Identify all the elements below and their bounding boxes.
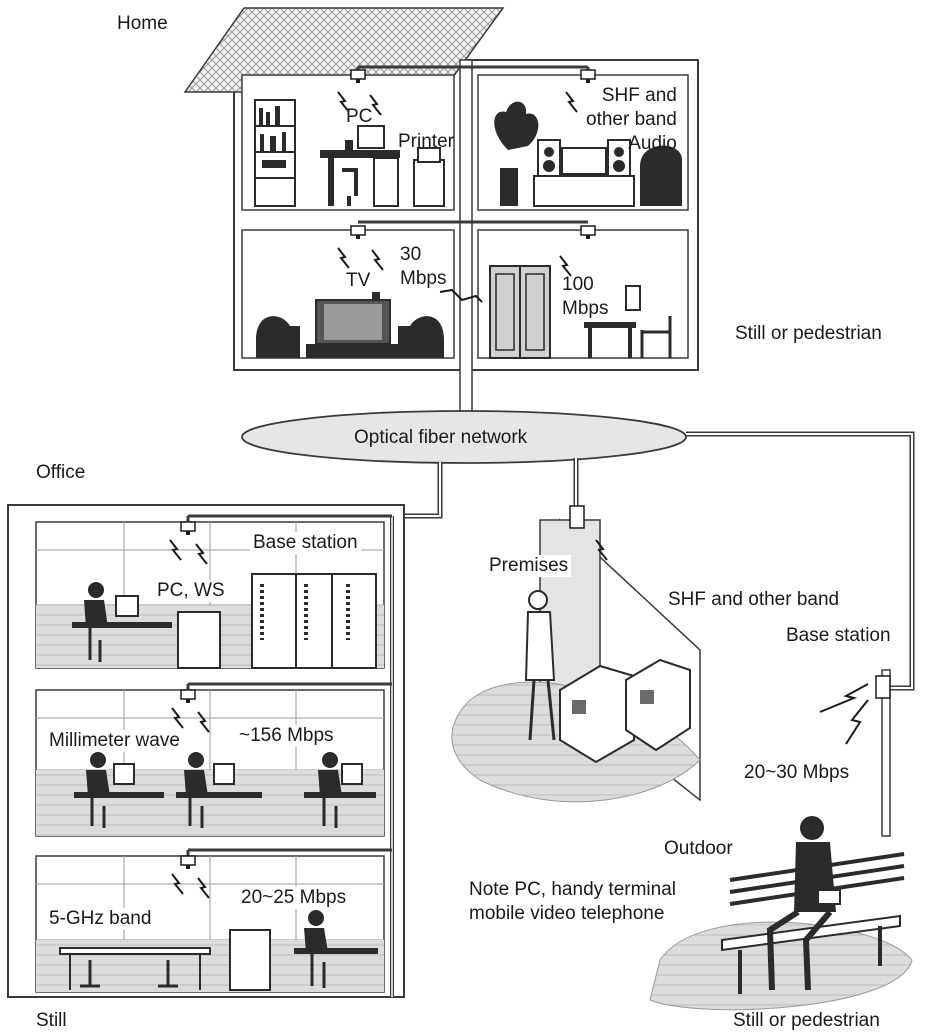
mbps30-label: 30 Mbps [400, 244, 447, 289]
mbps100-label: 100 Mbps [562, 274, 609, 319]
pc-label: PC [346, 106, 373, 127]
bookshelf-icon [254, 99, 296, 207]
person-icon [766, 816, 841, 991]
pc-desk-icon [320, 125, 400, 207]
office-label: Office [36, 462, 86, 483]
tv-icon [306, 292, 402, 358]
table-icon [584, 316, 672, 358]
premises-label: Premises [486, 555, 572, 577]
shf-other-label: SHF and other band [668, 589, 840, 610]
copier-icon [177, 611, 221, 669]
pole-icon [881, 669, 891, 837]
home-building [183, 7, 699, 426]
office-worker-icon [176, 752, 262, 828]
antenna-icon [875, 675, 891, 699]
ticket-gate-icon [559, 658, 691, 764]
shf-home-label: SHF and other band Audio [586, 85, 677, 154]
still-pedestrian-outdoor-label: Still or pedestrian [733, 1010, 880, 1031]
lightning-icon [845, 699, 869, 745]
home-label: Home [117, 13, 168, 34]
5ghz-label: 5-GHz band [46, 908, 155, 930]
lightning-icon [439, 288, 483, 303]
phone-icon [625, 285, 641, 311]
optical-fiber-label: Optical fiber network [354, 427, 528, 448]
desk-icon [59, 929, 271, 991]
printer-label: Printer [398, 131, 454, 152]
audio-system-icon [533, 139, 635, 207]
pc-ws-label: PC, WS [154, 580, 228, 602]
plant-icon [494, 101, 539, 206]
office-worker-icon [72, 582, 172, 662]
server-rack-icon [251, 573, 377, 669]
mbps156-label: ~156 Mbps [236, 725, 337, 747]
outdoor-label: Outdoor [664, 838, 733, 859]
optical-fiber-network [241, 410, 915, 691]
chair-icon [640, 145, 682, 206]
mbps20-25-label: 20~25 Mbps [238, 887, 350, 909]
outdoor-scene [649, 669, 913, 1011]
base-station-office-label: Base station [250, 532, 361, 554]
millimeter-wave-label: Millimeter wave [46, 730, 183, 752]
office-worker-icon [294, 910, 378, 988]
office-worker-icon [304, 752, 376, 828]
mbps20-30-label: 20~30 Mbps [744, 762, 850, 783]
antenna-icon [569, 505, 585, 529]
lightning-icon [819, 683, 869, 713]
door-icon [489, 265, 551, 359]
person-icon [524, 590, 556, 741]
note-pc-label: Note PC, handy terminal mobile video tel… [466, 878, 679, 926]
still-pedestrian-home-label: Still or pedestrian [735, 323, 882, 344]
premises-scene [451, 505, 701, 803]
base-station-outdoor-label: Base station [786, 625, 891, 646]
printer-icon [413, 147, 445, 207]
still-label: Still [36, 1010, 67, 1031]
sofa-icon [256, 316, 444, 358]
office-worker-icon [74, 752, 164, 828]
tv-label: TV [346, 270, 371, 291]
